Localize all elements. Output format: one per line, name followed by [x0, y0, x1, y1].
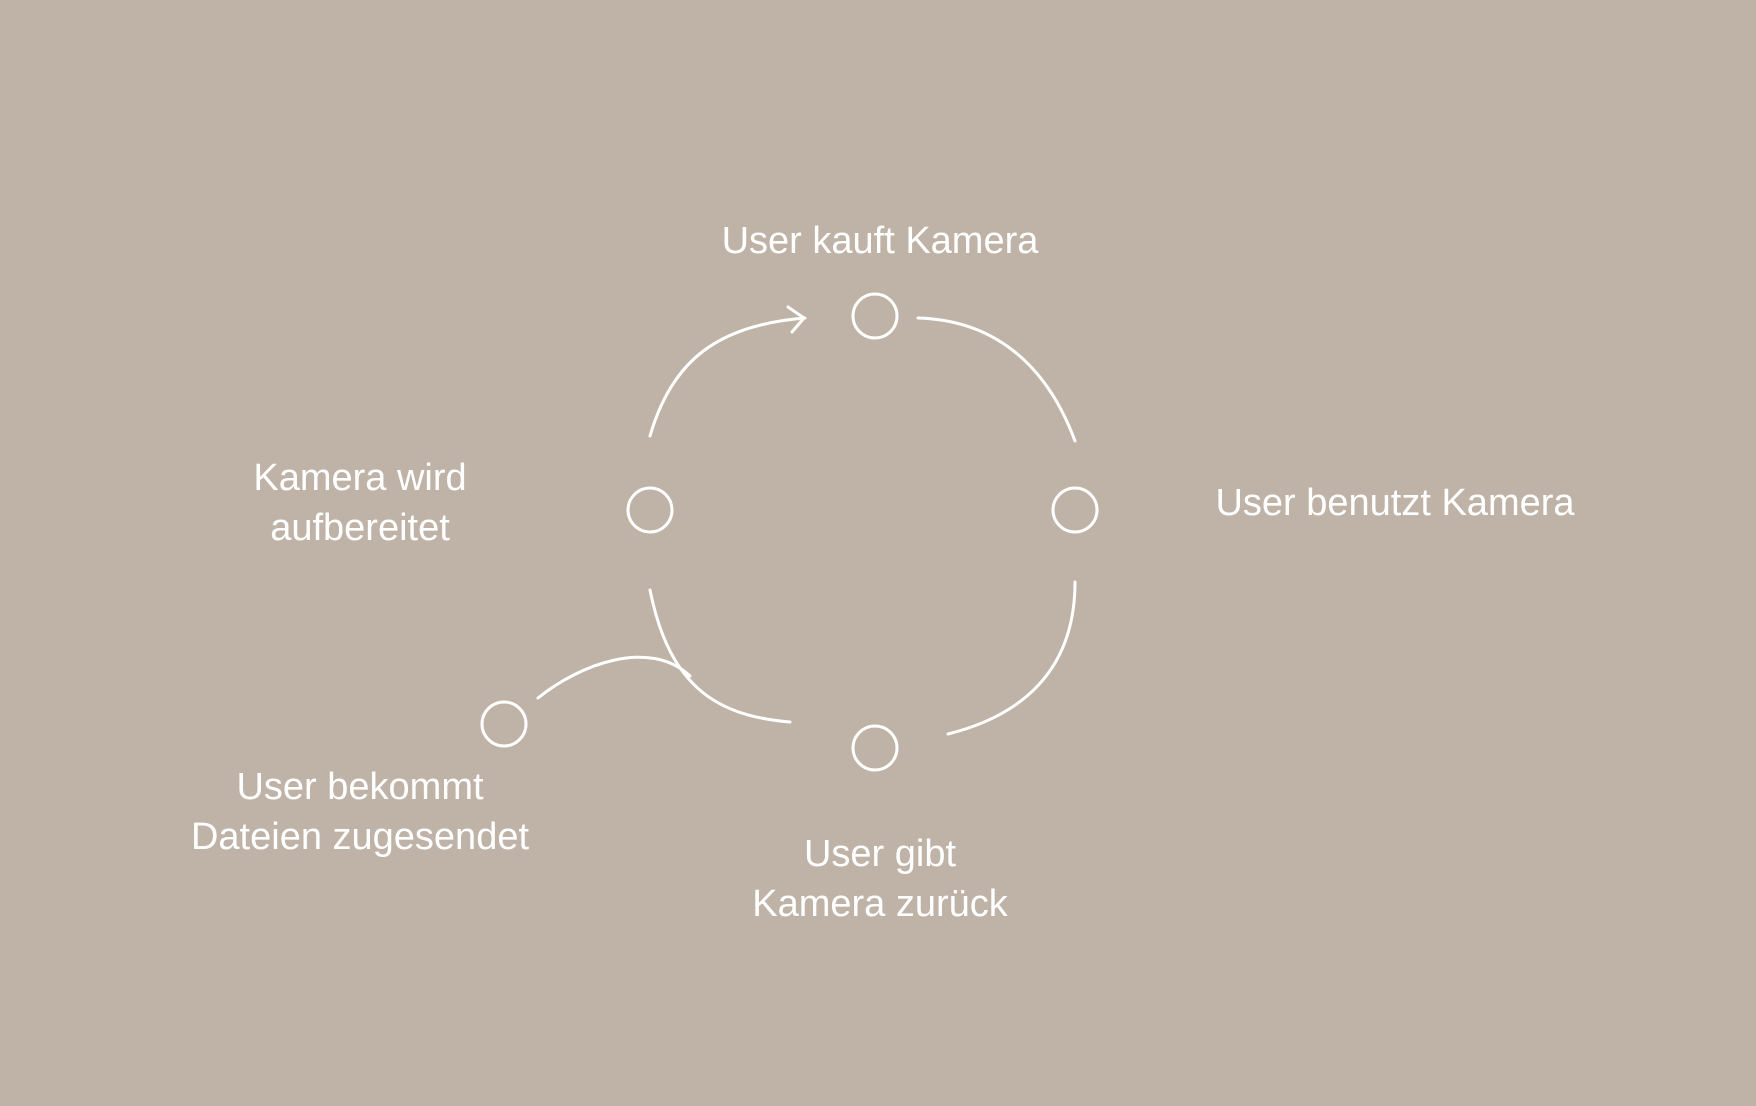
- arc-use-to-return: [946, 580, 1077, 736]
- circle-node-icon: [851, 724, 899, 772]
- step-label-line: User benutzt Kamera: [1215, 482, 1575, 524]
- step-label-line: Kamera zurück: [752, 883, 1008, 925]
- step-label-line: User kauft Kamera: [721, 220, 1039, 262]
- step-label-files: User bekommt Dateien zugesendet: [150, 762, 570, 862]
- arc-buy-to-use: [916, 316, 1077, 443]
- step-label-refurbish: Kamera wird aufbereitet: [200, 453, 520, 553]
- arc-branch-files: [536, 655, 692, 700]
- arrowhead-icon: [786, 305, 806, 334]
- step-label-use: User benutzt Kamera: [1185, 478, 1605, 528]
- circle-node-icon: [626, 486, 674, 534]
- step-label-line: Dateien zugesendet: [190, 816, 530, 858]
- step-label-return: User gibt Kamera zurück: [700, 829, 1060, 929]
- step-label-line: aufbereitet: [270, 507, 450, 549]
- step-label-line: User bekommt: [236, 766, 484, 808]
- step-label-line: Kamera wird: [253, 457, 467, 499]
- circle-node-icon: [1051, 486, 1099, 534]
- arc-return-to-refurbish: [648, 588, 792, 724]
- step-label-line: User gibt: [803, 833, 957, 875]
- arc-refurbish-to-buy: [648, 316, 807, 438]
- circle-node-icon: [851, 292, 899, 340]
- step-label-buy: User kauft Kamera: [705, 216, 1055, 266]
- circle-node-icon: [480, 700, 528, 748]
